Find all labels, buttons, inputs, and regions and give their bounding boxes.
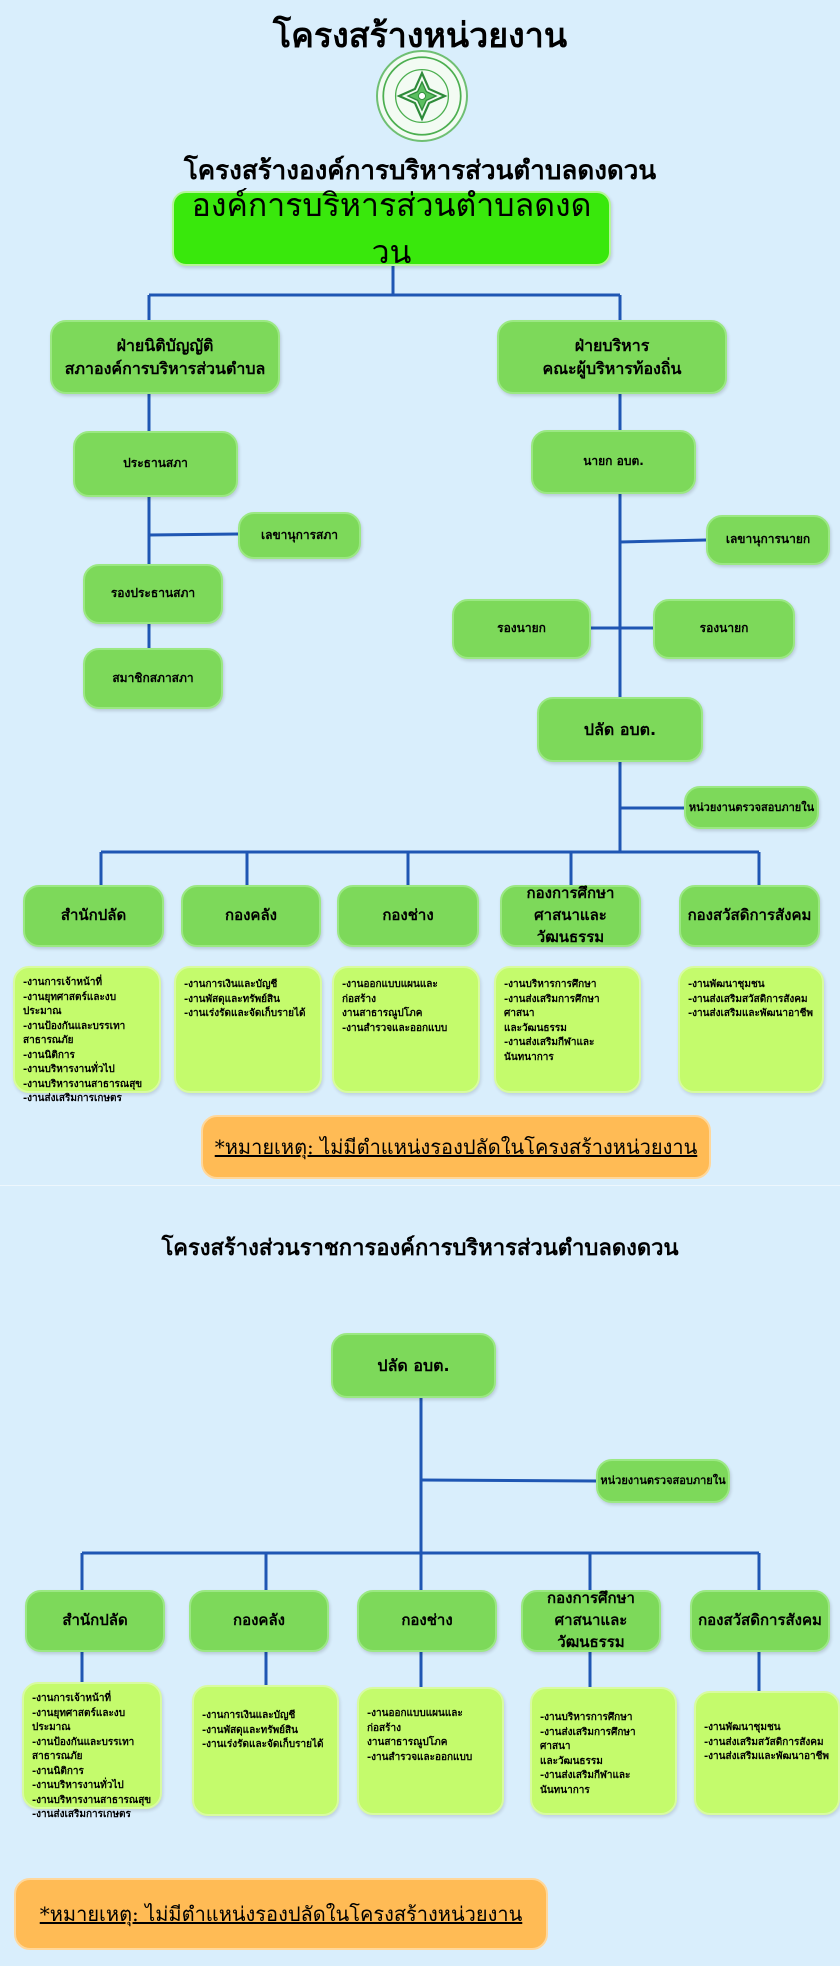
list-item: -งานออกแบบแผนและก่อสร้าง xyxy=(367,1708,463,1734)
list-item: -งานเร่งรัดและจัดเก็บรายได้ xyxy=(202,1739,324,1750)
mayor-box: นายก อบต. xyxy=(531,430,696,494)
list-item: -งานเร่งรัดและจัดเก็บรายได้ xyxy=(184,1008,306,1019)
s2-dept-welfare-list: -งานพัฒนาชุมชน -งานส่งเสริมสวัสดิการสังค… xyxy=(694,1691,840,1815)
list-item: -งานนิติการ xyxy=(32,1765,84,1777)
seal-logo xyxy=(376,50,468,142)
dept-education-box: กองการศึกษา ศาสนาและวัฒนธรรม xyxy=(500,884,641,947)
list-item: -งานส่งเสริมสวัสดิการสังคม xyxy=(704,1736,824,1748)
list-item: -งานบริหารงานทั่วไป xyxy=(32,1780,124,1791)
dept-engineering-box: กองช่าง xyxy=(337,885,479,947)
list-item: -งานส่งเสริมและพัฒนาอาชีพ xyxy=(704,1751,829,1762)
legislative-line1: ฝ่ายนิติบัญญัติ xyxy=(116,335,214,355)
dept-office-box: สำนักปลัด xyxy=(23,885,164,947)
top-org-box: องค์การบริหารส่วนตำบลดงดวน xyxy=(172,186,611,271)
list-item: -งานส่งเสริมการเกษตร xyxy=(32,1809,131,1820)
list-item: -งานยุทศาสตร์และงบประมาณ xyxy=(32,1707,126,1734)
dept-office-list: -งานการเจ้าหน้าที่ -งานยุทศาสตร์และงบประ… xyxy=(13,966,161,1104)
section2-title: โครงสร้างส่วนราชการองค์การบริหารส่วนตำบล… xyxy=(161,1236,679,1261)
list-item: -งานบริหารการศึกษา xyxy=(504,979,597,990)
deputy-mayor-right-box: รองนายก xyxy=(653,599,795,659)
legislative-line2: สภาองค์การบริหารส่วนตำบล xyxy=(64,359,266,378)
list-item: -งานพัสดุและทรัพย์สิน xyxy=(184,993,280,1005)
council-secretary-box: เลขานุการสภา xyxy=(238,512,361,559)
dept-finance-box: กองคลัง xyxy=(181,885,321,947)
list-item: -งานยุทศาสตร์และงบประมาณ xyxy=(23,991,117,1018)
list-item: -งานป้องกันและบรรเทา สาธารณภัย xyxy=(23,1020,126,1047)
clerk-box: ปลัด อบต. xyxy=(537,697,703,762)
deputy-mayor-left-box: รองนายก xyxy=(452,599,591,659)
executive-line1: ฝ่ายบริหาร xyxy=(574,335,650,355)
list-item: -งานออกแบบแผนและก่อสร้าง xyxy=(342,979,438,1005)
section2-clerk-box: ปลัด อบต. xyxy=(331,1333,496,1398)
council-vice-chair-box: รองประธานสภา xyxy=(83,564,223,624)
dept-welfare-box: กองสวัสดิการสังคม xyxy=(679,885,820,947)
s2-dept-office-box: สำนักปลัด xyxy=(25,1590,165,1652)
list-item: -งานนิติการ xyxy=(23,1049,75,1061)
list-item: -งานพัฒนาชุมชน xyxy=(704,1722,781,1733)
executive-box: ฝ่ายบริหาร คณะผู้บริหารท้องถิ่น xyxy=(497,320,727,394)
internal-audit-box: หน่วยงานตรวจสอบภายใน xyxy=(684,786,819,829)
seal-emblem-icon xyxy=(382,56,462,136)
s2-dept-education-line2: ศาสนาและวัฒนธรรม xyxy=(554,1611,628,1651)
dept-finance-list: -งานการเงินและบัญชี -งานพัสดุและทรัพย์สิ… xyxy=(174,966,322,1093)
list-item: -งานพัฒนาชุมชน xyxy=(688,979,765,990)
s2-dept-engineering-list: -งานออกแบบแผนและก่อสร้าง งานสาธารณูปโภค … xyxy=(357,1687,504,1815)
list-item: -งานบริหารงานทั่วไป xyxy=(23,1064,115,1075)
section1-title: โครงสร้างองค์การบริหารส่วนตำบลดงดวน xyxy=(183,156,657,186)
legislative-box: ฝ่ายนิติบัญญัติ สภาองค์การบริหารส่วนตำบล xyxy=(50,320,280,394)
s2-dept-finance-box: กองคลัง xyxy=(189,1590,329,1652)
executive-line2: คณะผู้บริหารท้องถิ่น xyxy=(542,359,682,378)
note-banner-2: *หมายเหตุ: ไม่มีตำแหน่งรองปลัดในโครงสร้า… xyxy=(14,1878,548,1950)
list-item: -งานการเจ้าหน้าที่ xyxy=(32,1693,112,1704)
s2-dept-education-list: -งานบริหารการศึกษา -งานส่งเสริมการศึกษา … xyxy=(530,1687,677,1815)
list-item: -งานบริหารงานสาธารณสุข xyxy=(23,1078,143,1090)
dept-welfare-list: -งานพัฒนาชุมชน -งานส่งเสริมสวัสดิการสังค… xyxy=(678,966,824,1093)
dept-education-line1: กองการศึกษา xyxy=(526,884,615,903)
page-title: โครงสร้างหน่วยงาน xyxy=(272,16,568,56)
list-item: -งานการเงินและบัญชี xyxy=(184,979,278,990)
s2-dept-welfare-box: กองสวัสดิการสังคม xyxy=(690,1590,830,1652)
list-item: -งานส่งเสริมสวัสดิการสังคม xyxy=(688,993,808,1005)
dept-education-line2: ศาสนาและวัฒนธรรม xyxy=(534,906,607,946)
dept-engineering-list: -งานออกแบบแผนและก่อสร้าง งานสาธารณูปโภค … xyxy=(332,966,480,1093)
list-item: -งานบริหารการศึกษา xyxy=(540,1712,633,1723)
list-item: -งานส่งเสริมการศึกษา ศาสนา และวัฒนธรรม xyxy=(504,993,600,1034)
list-item: -งานส่งเสริมและพัฒนาอาชีพ xyxy=(688,1008,813,1019)
list-item: -งานสำรวจและออกแบบ xyxy=(367,1751,473,1763)
council-members-box: สมาชิกสภาสภา xyxy=(83,648,223,709)
list-item: -งานป้องกันและบรรเทา สาธารณภัย xyxy=(32,1736,135,1763)
section2-internal-audit-box: หน่วยงานตรวจสอบภายใน xyxy=(596,1459,730,1503)
s2-dept-engineering-box: กองช่าง xyxy=(357,1590,497,1652)
list-item: -งานส่งเสริมกีฬาและ นันทนาการ xyxy=(504,1037,595,1063)
list-item: -งานการเจ้าหน้าที่ xyxy=(23,977,103,988)
list-item: -งานสำรวจและออกแบบ xyxy=(342,1022,448,1034)
s2-dept-finance-list: -งานการเงินและบัญชี -งานพัสดุและทรัพย์สิ… xyxy=(192,1685,339,1816)
list-item: -งานการเงินและบัญชี xyxy=(202,1710,296,1721)
note-banner: *หมายเหตุ: ไม่มีตำแหน่งรองปลัดในโครงสร้า… xyxy=(201,1115,711,1179)
s2-dept-office-list: -งานการเจ้าหน้าที่ -งานยุทศาสตร์และงบประ… xyxy=(22,1682,162,1820)
list-item: -งานพัสดุและทรัพย์สิน xyxy=(202,1724,298,1736)
council-chair-box: ประธานสภา xyxy=(73,431,238,497)
list-item: งานสาธารณูปโภค xyxy=(342,1008,423,1019)
list-item: -งานบริหารงานสาธารณสุข xyxy=(32,1794,152,1806)
mayor-secretary-box: เลขานุการนายก xyxy=(706,515,830,565)
section-divider xyxy=(0,1185,840,1186)
list-item: -งานส่งเสริมการเกษตร xyxy=(23,1093,122,1104)
s2-dept-education-line1: กองการศึกษา xyxy=(547,1589,635,1608)
list-item: -งานส่งเสริมกีฬาและ นันทนาการ xyxy=(540,1770,631,1796)
list-item: -งานส่งเสริมการศึกษา ศาสนา และวัฒนธรรม xyxy=(540,1726,636,1767)
s2-dept-education-box: กองการศึกษา ศาสนาและวัฒนธรรม xyxy=(521,1589,661,1652)
list-item: งานสาธารณูปโภค xyxy=(367,1737,448,1748)
dept-education-list: -งานบริหารการศึกษา -งานส่งเสริมการศึกษา … xyxy=(494,966,641,1093)
